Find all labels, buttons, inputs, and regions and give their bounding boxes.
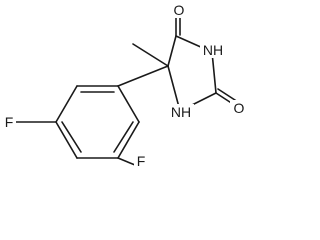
- nh-bottom-label: NH: [171, 104, 191, 120]
- bond-c2-o-b: [217, 88, 239, 103]
- bond-n1-c5: [167, 65, 181, 112]
- fluorine-para-label: F: [5, 114, 14, 130]
- bond-ring-6: [117, 85, 140, 123]
- oxygen-top-label: O: [174, 2, 185, 18]
- nh-right-label: NH: [203, 42, 223, 58]
- bond-c5-methyl: [132, 43, 169, 67]
- fluorine-ortho-label: F: [137, 153, 146, 168]
- bond-ring-inner-3: [113, 121, 134, 153]
- bond-c5-ipso: [117, 65, 169, 87]
- bond-ring-5: [117, 121, 140, 159]
- bond-c5-c4: [167, 35, 177, 67]
- bond-ring-3: [55, 121, 78, 159]
- oxygen-right-label: O: [234, 100, 245, 116]
- bond-c-f-ortho: [117, 157, 136, 166]
- structure-diagram: O NH O NH F F: [4, 2, 245, 168]
- bond-ring-inner-2: [61, 121, 82, 153]
- bond-ring-2: [55, 85, 78, 123]
- bond-n3-c2: [211, 51, 217, 94]
